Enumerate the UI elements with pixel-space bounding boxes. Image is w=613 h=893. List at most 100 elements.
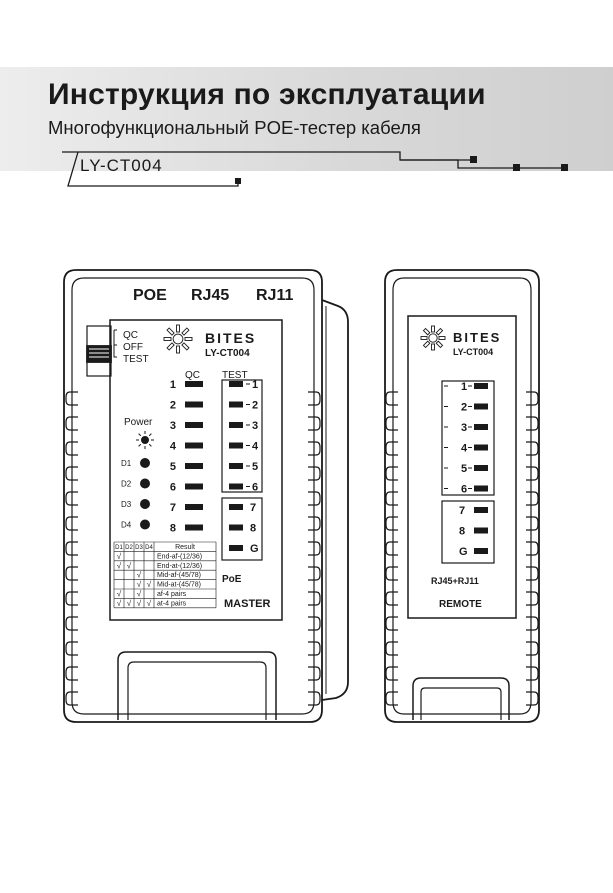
table-check: √	[117, 561, 122, 570]
master-top-labels: POE RJ45 RJ11	[133, 287, 293, 304]
mode-switch-labels: QC OFF TEST	[113, 329, 149, 365]
table-result: End-af-(12/36)	[157, 553, 202, 560]
switch-test: TEST	[123, 354, 149, 365]
label-poe: POE	[133, 287, 167, 304]
table-check: √	[127, 561, 132, 570]
test-led	[229, 483, 243, 490]
remote-brand: BITES	[453, 330, 501, 345]
remote-extra-number: 7	[459, 505, 465, 517]
table-check: √	[137, 590, 142, 599]
d-led	[140, 499, 150, 509]
remote-rj-label: RJ45+RJ11	[431, 576, 479, 586]
table-header: D4	[145, 545, 153, 551]
extra-led	[229, 545, 243, 551]
remote-number: 3	[461, 422, 467, 434]
extra-number: 7	[250, 502, 256, 514]
bites-logo-icon	[163, 324, 193, 354]
table-header: Result	[175, 544, 195, 551]
remote-extra-led	[474, 527, 488, 534]
table-result: Mid-at-(45/78)	[157, 582, 201, 589]
header-decoration	[62, 151, 565, 187]
label-rj11: RJ11	[256, 287, 293, 304]
remote-number: 5	[461, 463, 467, 475]
remote-extra-led-group: 7 8G	[459, 505, 488, 558]
remote-led	[474, 485, 488, 492]
table-header: D3	[135, 545, 143, 551]
switch-off: OFF	[123, 342, 143, 353]
test-number: 2	[252, 400, 258, 412]
header-banner	[0, 67, 613, 171]
table-result: af-4 pairs	[157, 591, 187, 598]
test-group-frame	[221, 379, 263, 493]
remote-led	[474, 465, 488, 471]
remote-extra-frame	[441, 500, 495, 564]
qc-column-label: QC	[185, 370, 200, 381]
table-check: √	[137, 571, 142, 580]
test-number: 1	[252, 379, 258, 391]
table-check: √	[137, 599, 142, 608]
d-label: D1	[121, 459, 132, 468]
qc-number: 3	[170, 420, 176, 432]
master-device	[63, 269, 349, 723]
table-check: √	[117, 590, 122, 599]
remote-model: LY-CT004	[453, 347, 493, 357]
test-led	[229, 442, 243, 449]
test-led	[229, 381, 243, 387]
extra-group-frame	[221, 497, 263, 561]
model-badge: LY-CT004	[80, 156, 163, 175]
table-check: √	[147, 599, 152, 608]
remote-bites-logo-icon	[420, 325, 446, 351]
header-dots	[235, 156, 568, 184]
qc-number: 5	[170, 461, 176, 473]
d-label: D4	[121, 521, 132, 530]
power-led-icon	[136, 431, 154, 449]
table-header: D2	[125, 545, 133, 551]
qc-led	[185, 504, 203, 510]
table-header: D1	[115, 545, 123, 551]
remote-led	[474, 424, 488, 430]
remote-extra-number: 8	[459, 526, 465, 538]
d-led	[140, 458, 150, 468]
test-number: 5	[252, 461, 258, 473]
test-number: 3	[252, 420, 258, 432]
extra-led	[229, 524, 243, 531]
table-result: End-at-(12/36)	[157, 563, 202, 570]
table-check: √	[117, 552, 122, 561]
remote-label: REMOTE	[439, 599, 482, 610]
test-number: 6	[252, 482, 258, 494]
d-label: D2	[121, 480, 132, 489]
qc-led	[185, 463, 203, 469]
extra-number: G	[250, 543, 259, 555]
test-column-label: TEST	[222, 370, 248, 381]
d-label: D3	[121, 500, 132, 509]
test-number: 4	[252, 441, 259, 453]
test-led	[229, 463, 243, 469]
extra-led	[229, 504, 243, 510]
table-check: √	[137, 580, 142, 589]
test-led	[229, 422, 243, 428]
master-brand: BITES	[205, 330, 256, 346]
qc-led	[185, 381, 203, 387]
switch-stripes	[89, 348, 109, 358]
table-check: √	[147, 580, 152, 589]
test-led-group: 1 2 3 4 5 6	[229, 379, 259, 494]
table-result: Mid-af-(45/78)	[157, 572, 201, 579]
remote-group-frame	[441, 380, 495, 496]
extra-led-group: 7 8G	[229, 502, 259, 555]
d-led	[140, 478, 150, 489]
extra-number: 8	[250, 523, 256, 535]
qc-led	[185, 524, 203, 531]
remote-extra-led	[474, 548, 488, 554]
page-subtitle: Многофункциональный POE-тестер кабеля	[48, 117, 421, 138]
remote-extra-led	[474, 507, 488, 513]
remote-number: 6	[461, 484, 467, 496]
qc-led	[185, 401, 203, 408]
switch-qc: QC	[123, 330, 138, 341]
remote-extra-number: G	[459, 546, 468, 558]
qc-number: 2	[170, 400, 176, 412]
qc-led	[185, 422, 203, 428]
